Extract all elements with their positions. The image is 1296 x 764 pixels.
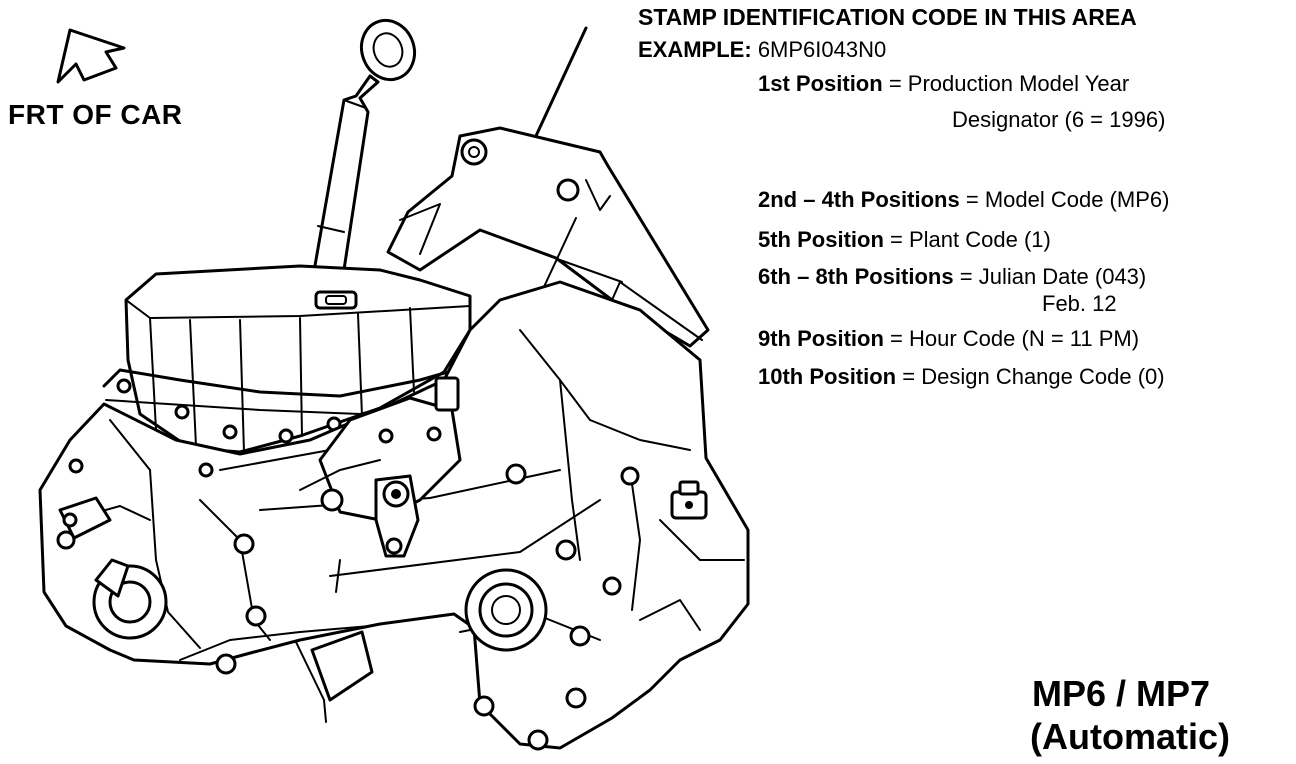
- case-bolts: [68, 458, 640, 751]
- position-label: 1st Position: [758, 71, 883, 96]
- position-label: 6th – 8th Positions: [758, 264, 954, 289]
- model-subtitle: (Automatic): [1030, 716, 1230, 757]
- position-equals: =: [902, 364, 916, 389]
- example-line: EXAMPLE: 6MP6I043N0: [638, 39, 886, 61]
- position-row-4-continuation: Feb. 12: [1042, 291, 1117, 316]
- position-description: Production Model Year: [907, 71, 1130, 96]
- stamp-area-title: STAMP IDENTIFICATION CODE IN THIS AREA: [638, 4, 1137, 30]
- vent-fitting: [670, 480, 708, 520]
- position-description: Hour Code (N = 11 PM): [909, 326, 1140, 351]
- position-description: Plant Code (1): [909, 227, 1051, 252]
- position-description: Julian Date (043): [978, 264, 1147, 289]
- front-of-car-label: FRT OF CAR: [8, 99, 183, 130]
- dipstick-tube: [308, 18, 416, 298]
- position-equals: =: [890, 227, 903, 252]
- position-label: 2nd – 4th Positions: [758, 187, 960, 212]
- position-row-3: 5th Position = Plant Code (1): [758, 229, 1051, 251]
- bellhousing-bracket: [386, 126, 710, 348]
- manual-shift-lever: [299, 376, 462, 558]
- position-label: 9th Position: [758, 326, 884, 351]
- position-row-1: 1st Position = Production Model Year: [758, 73, 1129, 95]
- right-output-seal: [464, 568, 548, 652]
- example-code: 6MP6I043N0: [757, 37, 887, 62]
- lower-mount-bracket: [310, 599, 701, 702]
- position-equals: =: [965, 187, 979, 212]
- front-arrow-icon: [56, 28, 126, 84]
- position-row-5: 9th Position = Hour Code (N = 11 PM): [758, 328, 1139, 350]
- position-equals: =: [959, 264, 973, 289]
- model-title: MP6 / MP7: [1032, 673, 1211, 714]
- left-output-shaft: [56, 496, 168, 640]
- position-description: Design Change Code (0): [921, 364, 1165, 389]
- position-row-1-continuation: Designator (6 = 1996): [952, 107, 1166, 132]
- example-label: EXAMPLE:: [638, 37, 752, 62]
- position-label: 5th Position: [758, 227, 884, 252]
- position-label: 10th Position: [758, 364, 897, 389]
- position-row-4: 6th – 8th Positions = Julian Date (043): [758, 266, 1146, 288]
- position-row-6: 10th Position = Design Change Code (0): [758, 366, 1165, 388]
- position-description: Model Code (MP6): [984, 187, 1170, 212]
- position-equals: =: [888, 71, 902, 96]
- position-equals: =: [890, 326, 903, 351]
- position-row-2: 2nd – 4th Positions = Model Code (MP6): [758, 189, 1169, 211]
